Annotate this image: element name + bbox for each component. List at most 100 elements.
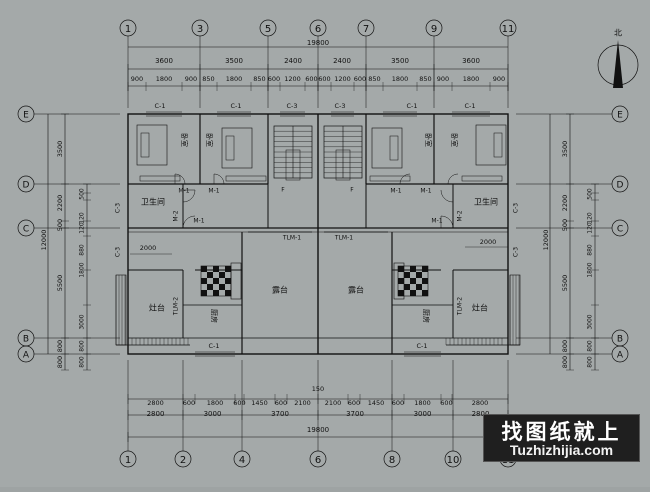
tag-m2: M-2 [173, 210, 180, 221]
dim-top-row2: 850 [253, 75, 265, 83]
axis-label-right: B [617, 335, 623, 345]
dim-top-row2: 850 [419, 75, 431, 83]
bed [371, 127, 403, 169]
axis-label-right: C [617, 225, 623, 235]
dim-right-row2: 500 [587, 188, 594, 200]
dim-bottom-row1: 2800 [147, 399, 164, 407]
pillow [140, 132, 150, 158]
stove-tile [398, 290, 404, 296]
dim-bottom-row2: 3000 [414, 410, 432, 418]
tag-c3: C-3 [513, 247, 520, 257]
balcony-label: 灶台 [149, 303, 165, 313]
dim-bottom-row2: 2800 [147, 410, 165, 418]
dim-top-row1: 2400 [284, 57, 302, 65]
axis-label-top: 9 [431, 24, 437, 35]
dim-top-row2: 900 [185, 75, 197, 83]
dim-right-row1: 800 [561, 340, 569, 352]
dim-left-row2: 500 [79, 188, 86, 200]
dim-top-row1: 3500 [225, 57, 243, 65]
dim-top-row2: 1800 [392, 75, 409, 83]
stove-tile [422, 278, 428, 284]
dim-bottom-row1: 2100 [294, 399, 311, 407]
bedroom-label: 卧室 [205, 133, 214, 147]
axis-label-left: D [23, 181, 30, 191]
tag-m2: M-2 [457, 210, 464, 221]
stove-tile [225, 266, 231, 272]
dim-bottom-row1: 600 [440, 399, 452, 407]
dim-bottom-row1: 1450 [251, 399, 268, 407]
axis-label-left: E [23, 111, 29, 121]
dim-top-row2: 1800 [156, 75, 173, 83]
stove-tile [398, 278, 404, 284]
dim-left-outer: 12000 [40, 230, 48, 251]
tag-2000: 2000 [480, 238, 497, 246]
tag-c1: C-1 [464, 102, 475, 110]
stove-tile [416, 272, 422, 278]
dim-bottom-row1: 600 [183, 399, 195, 407]
stove-tile [410, 266, 416, 272]
stove-tile [410, 290, 416, 296]
stove-tile [404, 272, 410, 278]
stove-tile [219, 272, 225, 278]
dim-bottom-row1: 1800 [414, 399, 431, 407]
tag-tlm2: TLM-2 [173, 297, 180, 316]
dim-bottom-center: 150 [312, 385, 324, 393]
axis-label-top: 5 [265, 24, 271, 35]
stove-frame [397, 265, 429, 297]
dim-left-row1: 800 [56, 340, 64, 352]
tag-tlm1: TLM-1 [282, 235, 301, 242]
stove-tile [398, 266, 404, 272]
stove-tile [213, 266, 219, 272]
dim-left-row2: 120 [79, 212, 86, 224]
north-label: 北 [614, 29, 622, 38]
tag-tlm1: TLM-1 [334, 235, 353, 242]
axis-label-right: A [617, 351, 624, 361]
sink [393, 262, 405, 300]
tag-c1: C-1 [406, 102, 417, 110]
axis-label-top: 11 [502, 24, 515, 35]
tag-f: F [281, 187, 285, 194]
kitchen-label: 厨房 [422, 309, 431, 323]
dim-bottom-row2: 3700 [271, 410, 289, 418]
door-swing [213, 173, 225, 185]
dim-left-row1: 500 [56, 219, 64, 231]
dim-top-overall: 19800 [307, 39, 329, 47]
dim-left-row1: 2200 [56, 195, 64, 212]
stove-tile [213, 278, 219, 284]
stove-tile [219, 284, 225, 290]
tag-c3: C-3 [513, 203, 520, 213]
tag-c3: C-3 [115, 203, 122, 213]
bed [221, 127, 253, 169]
axis-label-right: E [617, 111, 623, 121]
dim-right-row1: 800 [561, 356, 569, 368]
tag-m1: M-1 [208, 188, 219, 195]
dim-bottom-row1: 600 [392, 399, 404, 407]
north-arrow [613, 40, 623, 88]
axis-label-top: 3 [197, 24, 203, 35]
stove-tile [225, 290, 231, 296]
dim-left-row1: 5500 [56, 275, 64, 292]
stove-tile [422, 290, 428, 296]
dim-top-row2: 600 [354, 75, 366, 83]
door-swing [174, 173, 186, 185]
dim-left-row2: 120 [79, 222, 86, 234]
bedroom-label: 卧室 [180, 133, 189, 147]
dim-left-row2: 880 [79, 244, 86, 256]
dim-bottom-row1: 600 [275, 399, 287, 407]
stove-tile [207, 272, 213, 278]
axis-label-bottom: 6 [315, 455, 321, 466]
door-swing [440, 189, 454, 203]
dim-top-row2: 1200 [284, 75, 301, 83]
door-swing [182, 215, 196, 229]
dim-left-row2: 800 [79, 356, 86, 368]
dim-top-row2: 850 [202, 75, 214, 83]
kitchen-label: 厨房 [210, 309, 219, 323]
tag-m1: M-1 [178, 188, 189, 195]
bedroom-label: 卧室 [424, 133, 433, 147]
stove-tile [416, 284, 422, 290]
bathroom-label: 卫生间 [474, 197, 498, 207]
dim-right-row2: 120 [587, 212, 594, 224]
door-swing [182, 189, 196, 203]
dim-left-row1: 800 [56, 356, 64, 368]
